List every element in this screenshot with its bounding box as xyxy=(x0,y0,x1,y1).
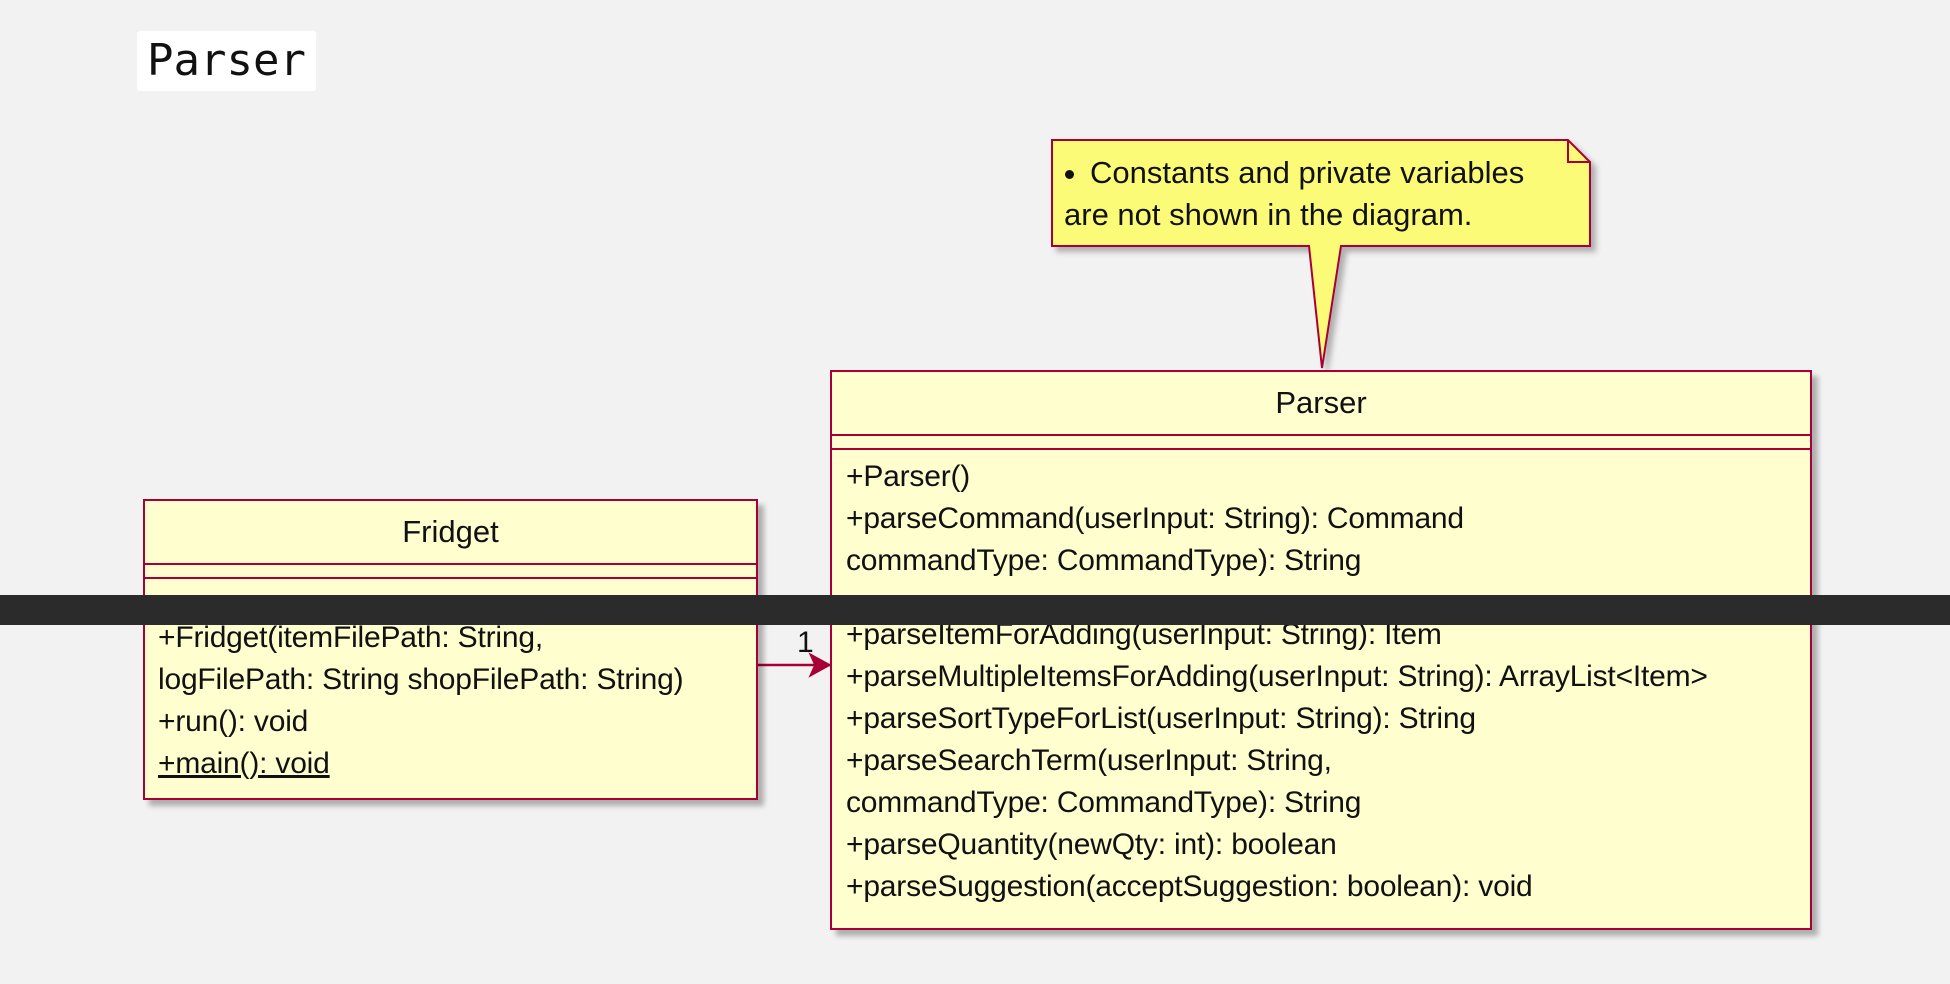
note-line-2: are not shown in the diagram. xyxy=(1064,197,1473,232)
parser-method: +parseSearchTerm(userInput: String, xyxy=(846,744,1332,777)
fridget-method: +Fridget(itemFilePath: String, xyxy=(158,621,543,654)
fridget-method: +run(): void xyxy=(158,705,309,738)
note-shape xyxy=(1051,139,1591,369)
redaction-bar xyxy=(0,595,1950,625)
parser-method: +parseQuantity(newQty: int): boolean xyxy=(846,828,1337,861)
fridget-class: Fridget +Fridget(itemFilePath: String, l… xyxy=(143,499,758,800)
fridget-method: logFilePath: String shopFilePath: String… xyxy=(158,663,684,696)
diagram-note: Constants and private variables are not … xyxy=(1052,140,1590,246)
note-line-1: Constants and private variables xyxy=(1090,155,1525,190)
parser-method-list: +Parser() +parseCommand(userInput: Strin… xyxy=(832,450,1810,908)
fridget-method-static: +main(): void xyxy=(158,747,330,780)
parser-class-name: Parser xyxy=(832,372,1810,436)
note-fold xyxy=(1567,140,1590,163)
parser-method: +parseSortTypeForList(userInput: String)… xyxy=(846,702,1476,735)
parser-method: commandType: CommandType): String xyxy=(846,786,1362,819)
note-bullet: Constants and private variables are not … xyxy=(1064,152,1578,236)
association-arrowhead xyxy=(808,652,832,678)
fridget-attributes-section xyxy=(145,565,756,579)
parser-method: +parseMultipleItemsForAdding(userInput: … xyxy=(846,660,1708,693)
page-title: Parser xyxy=(137,31,316,91)
parser-method: commandType: CommandType): String xyxy=(846,544,1362,577)
parser-class: Parser +Parser() +parseCommand(userInput… xyxy=(830,370,1812,930)
parser-method: +parseCommand(userInput: String): Comman… xyxy=(846,502,1464,535)
fridget-method-list: +Fridget(itemFilePath: String, logFilePa… xyxy=(145,579,756,785)
parser-attributes-section xyxy=(832,436,1810,450)
association-multiplicity: 1 xyxy=(797,626,814,659)
fridget-class-name: Fridget xyxy=(145,501,756,565)
parser-method: +Parser() xyxy=(846,460,971,493)
parser-method: +parseSuggestion(acceptSuggestion: boole… xyxy=(846,870,1533,903)
